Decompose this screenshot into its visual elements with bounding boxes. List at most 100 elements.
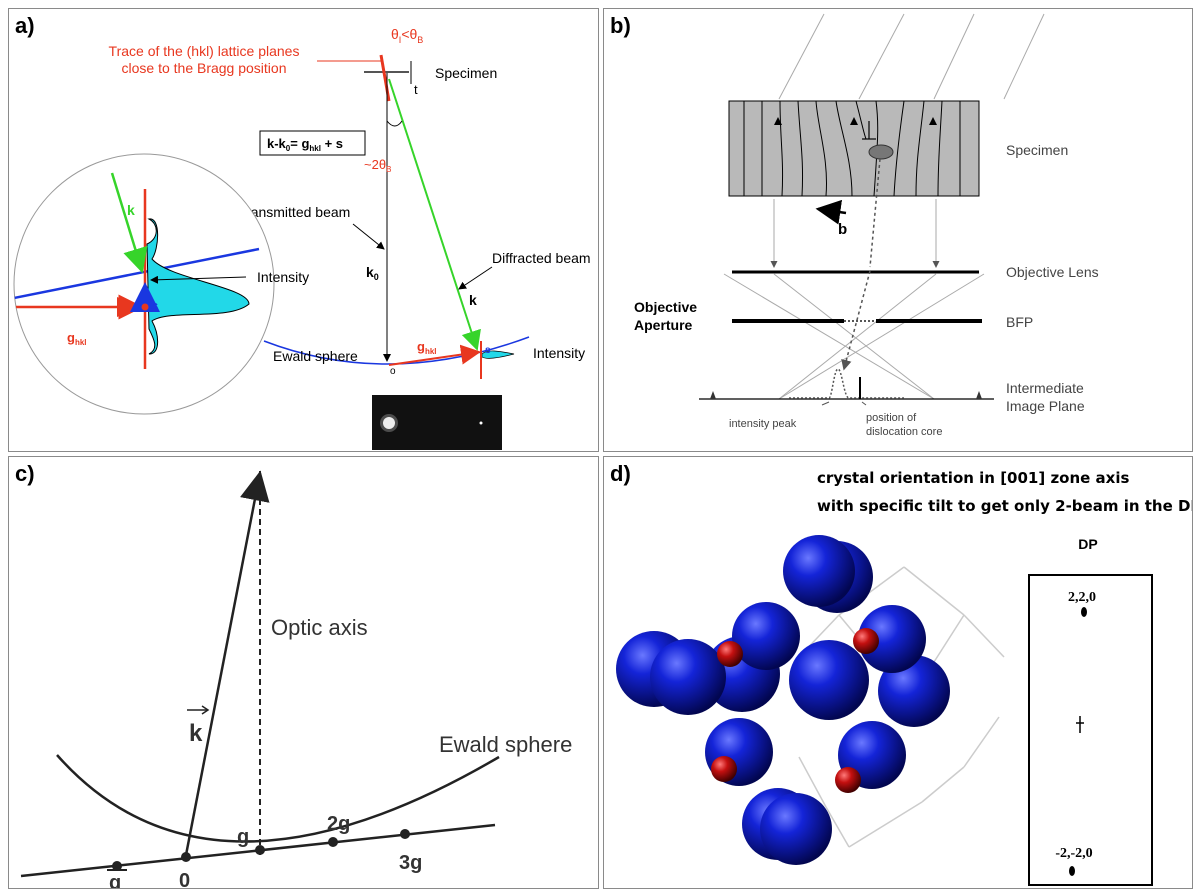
diffracted-dotted-ray <box>869 158 881 268</box>
panel-d-diagram: d) crystal orientation in [001] zone axi… <box>610 461 1193 886</box>
intensity-profile-small <box>481 350 515 359</box>
equation-text: k-k0= ghkl + s <box>267 136 343 153</box>
panel-d: d) crystal orientation in [001] zone axi… <box>603 456 1193 889</box>
intensity-peak-leader <box>821 401 830 406</box>
point-2g <box>328 837 338 847</box>
point-3g <box>400 829 410 839</box>
red-atom-upper-right <box>853 628 879 654</box>
k0-label: k0 <box>366 264 379 282</box>
transmitted-rays <box>770 199 940 268</box>
panel-b-diagram: b) Specimen b Objective <box>610 13 1099 438</box>
origin-label: o <box>390 366 396 377</box>
atom-center <box>789 640 869 720</box>
diffracted-beam-label: Diffracted beam <box>492 250 591 266</box>
image-dotted-ray <box>841 270 871 371</box>
panel-a: a) Trace of the (hkl) lattice planes clo… <box>8 8 599 452</box>
two-g-label: 2g <box>327 813 350 835</box>
intensity-profile-b <box>789 368 904 399</box>
inset-intensity-leader <box>150 275 247 284</box>
diffracted-beam-arrow <box>388 78 481 351</box>
atom-bottom-front <box>760 793 832 865</box>
three-g-label: 3g <box>399 852 422 874</box>
angle-arc <box>386 120 403 127</box>
thickness-label: t <box>414 82 418 97</box>
inset-s-label: s <box>151 298 158 313</box>
inset-k-arrow <box>110 172 148 274</box>
objective-aperture-label-2: Aperture <box>634 317 693 333</box>
specimen-label-a: Specimen <box>435 65 497 81</box>
intermediate-label-1: Intermediate <box>1006 380 1084 396</box>
dislocation-core <box>868 144 894 160</box>
red-atom-upper-left <box>717 641 743 667</box>
inset-content <box>14 172 260 369</box>
lattice-planes <box>743 100 961 197</box>
ghkl-vector-main <box>388 344 481 366</box>
point-gbar <box>112 861 122 871</box>
s-label-main: s <box>485 345 491 356</box>
equation-box <box>259 130 366 156</box>
specimen-block <box>728 100 980 197</box>
objective-aperture-label-1: Objective <box>634 299 697 315</box>
atom-upper-right <box>858 605 926 673</box>
inset-ghkl-label: ghkl <box>67 330 87 347</box>
panel-label-c: c) <box>15 461 35 486</box>
panel-label-b: b) <box>610 13 631 38</box>
blue-atoms <box>616 535 950 865</box>
two-theta-label: ~2θB <box>364 157 391 174</box>
ewald-sphere-label-c: Ewald sphere <box>439 732 572 757</box>
position-label-1: position of <box>866 412 917 424</box>
trace-label-line2: close to the Bragg position <box>122 60 287 76</box>
position-leader <box>861 401 867 406</box>
burgers-vector-label: b <box>838 221 847 238</box>
point-0 <box>181 852 191 862</box>
point-g <box>255 845 265 855</box>
intensity-label-main: Intensity <box>533 345 585 361</box>
panel-c-diagram: c) Optic axis k Ewald sphere g 0 g 2g 3g <box>15 461 572 889</box>
ewald-sphere-label-a: Ewald sphere <box>273 348 358 364</box>
panel-a-diagram: a) Trace of the (hkl) lattice planes clo… <box>13 13 591 450</box>
transmitted-spot-glow <box>380 414 398 432</box>
transmitted-beam-label: Transmitted beam <box>238 204 350 220</box>
panel-b: b) Specimen b Objective <box>603 8 1193 452</box>
inset-reciprocal-point <box>141 303 149 311</box>
red-atom-lower-right <box>835 767 861 793</box>
zero-label: 0 <box>179 870 190 889</box>
atom-far-left-front <box>650 639 726 715</box>
ghkl-label-main: ghkl <box>417 339 437 356</box>
panel-label-d: d) <box>610 461 631 486</box>
ewald-sphere-curve <box>56 754 500 843</box>
specimen-label-b: Specimen <box>1006 142 1068 158</box>
panel-c: c) Optic axis k Ewald sphere g 0 g 2g 3g <box>8 456 599 889</box>
k-vector-arrow <box>184 470 270 856</box>
incident-rays <box>778 13 1045 100</box>
dp-box <box>1028 574 1153 886</box>
converging-rays <box>723 273 985 400</box>
panel-label-a: a) <box>15 13 35 38</box>
objective-lens-label: Objective Lens <box>1006 264 1099 280</box>
spot-top-label: 2,2,0 <box>1068 590 1096 605</box>
g-bar-label: g <box>109 872 121 889</box>
intermediate-label-2: Image Plane <box>1006 398 1085 414</box>
theta-i-label: θI<θB <box>391 26 423 45</box>
spot-bottom <box>1069 866 1075 876</box>
inset-k-label: k <box>127 202 135 218</box>
spot-top <box>1081 607 1087 617</box>
diffracted-spot <box>479 421 483 425</box>
reciprocal-points <box>112 829 410 871</box>
burgers-vector-arrow <box>815 199 847 225</box>
inset-ghkl-head <box>117 297 141 317</box>
trace-label-line1: Trace of the (hkl) lattice planes <box>109 43 300 59</box>
k-vector-label: k <box>189 720 203 747</box>
red-atoms <box>711 628 879 793</box>
diffracted-leader <box>458 266 493 290</box>
atom-top-back <box>783 535 855 607</box>
title-line-1: crystal orientation in [001] zone axis <box>817 469 1129 487</box>
transmitted-spot <box>383 417 395 429</box>
bfp-label: BFP <box>1006 314 1033 330</box>
title-line-2: with specific tilt to get only 2-beam in… <box>817 497 1193 515</box>
spot-bottom-label: -2,-2,0 <box>1055 846 1092 861</box>
lattice-plane-trace <box>379 54 391 102</box>
transmitted-leader <box>352 223 385 250</box>
optic-axis-label: Optic axis <box>271 615 368 640</box>
dp-title: DP <box>1078 536 1097 552</box>
